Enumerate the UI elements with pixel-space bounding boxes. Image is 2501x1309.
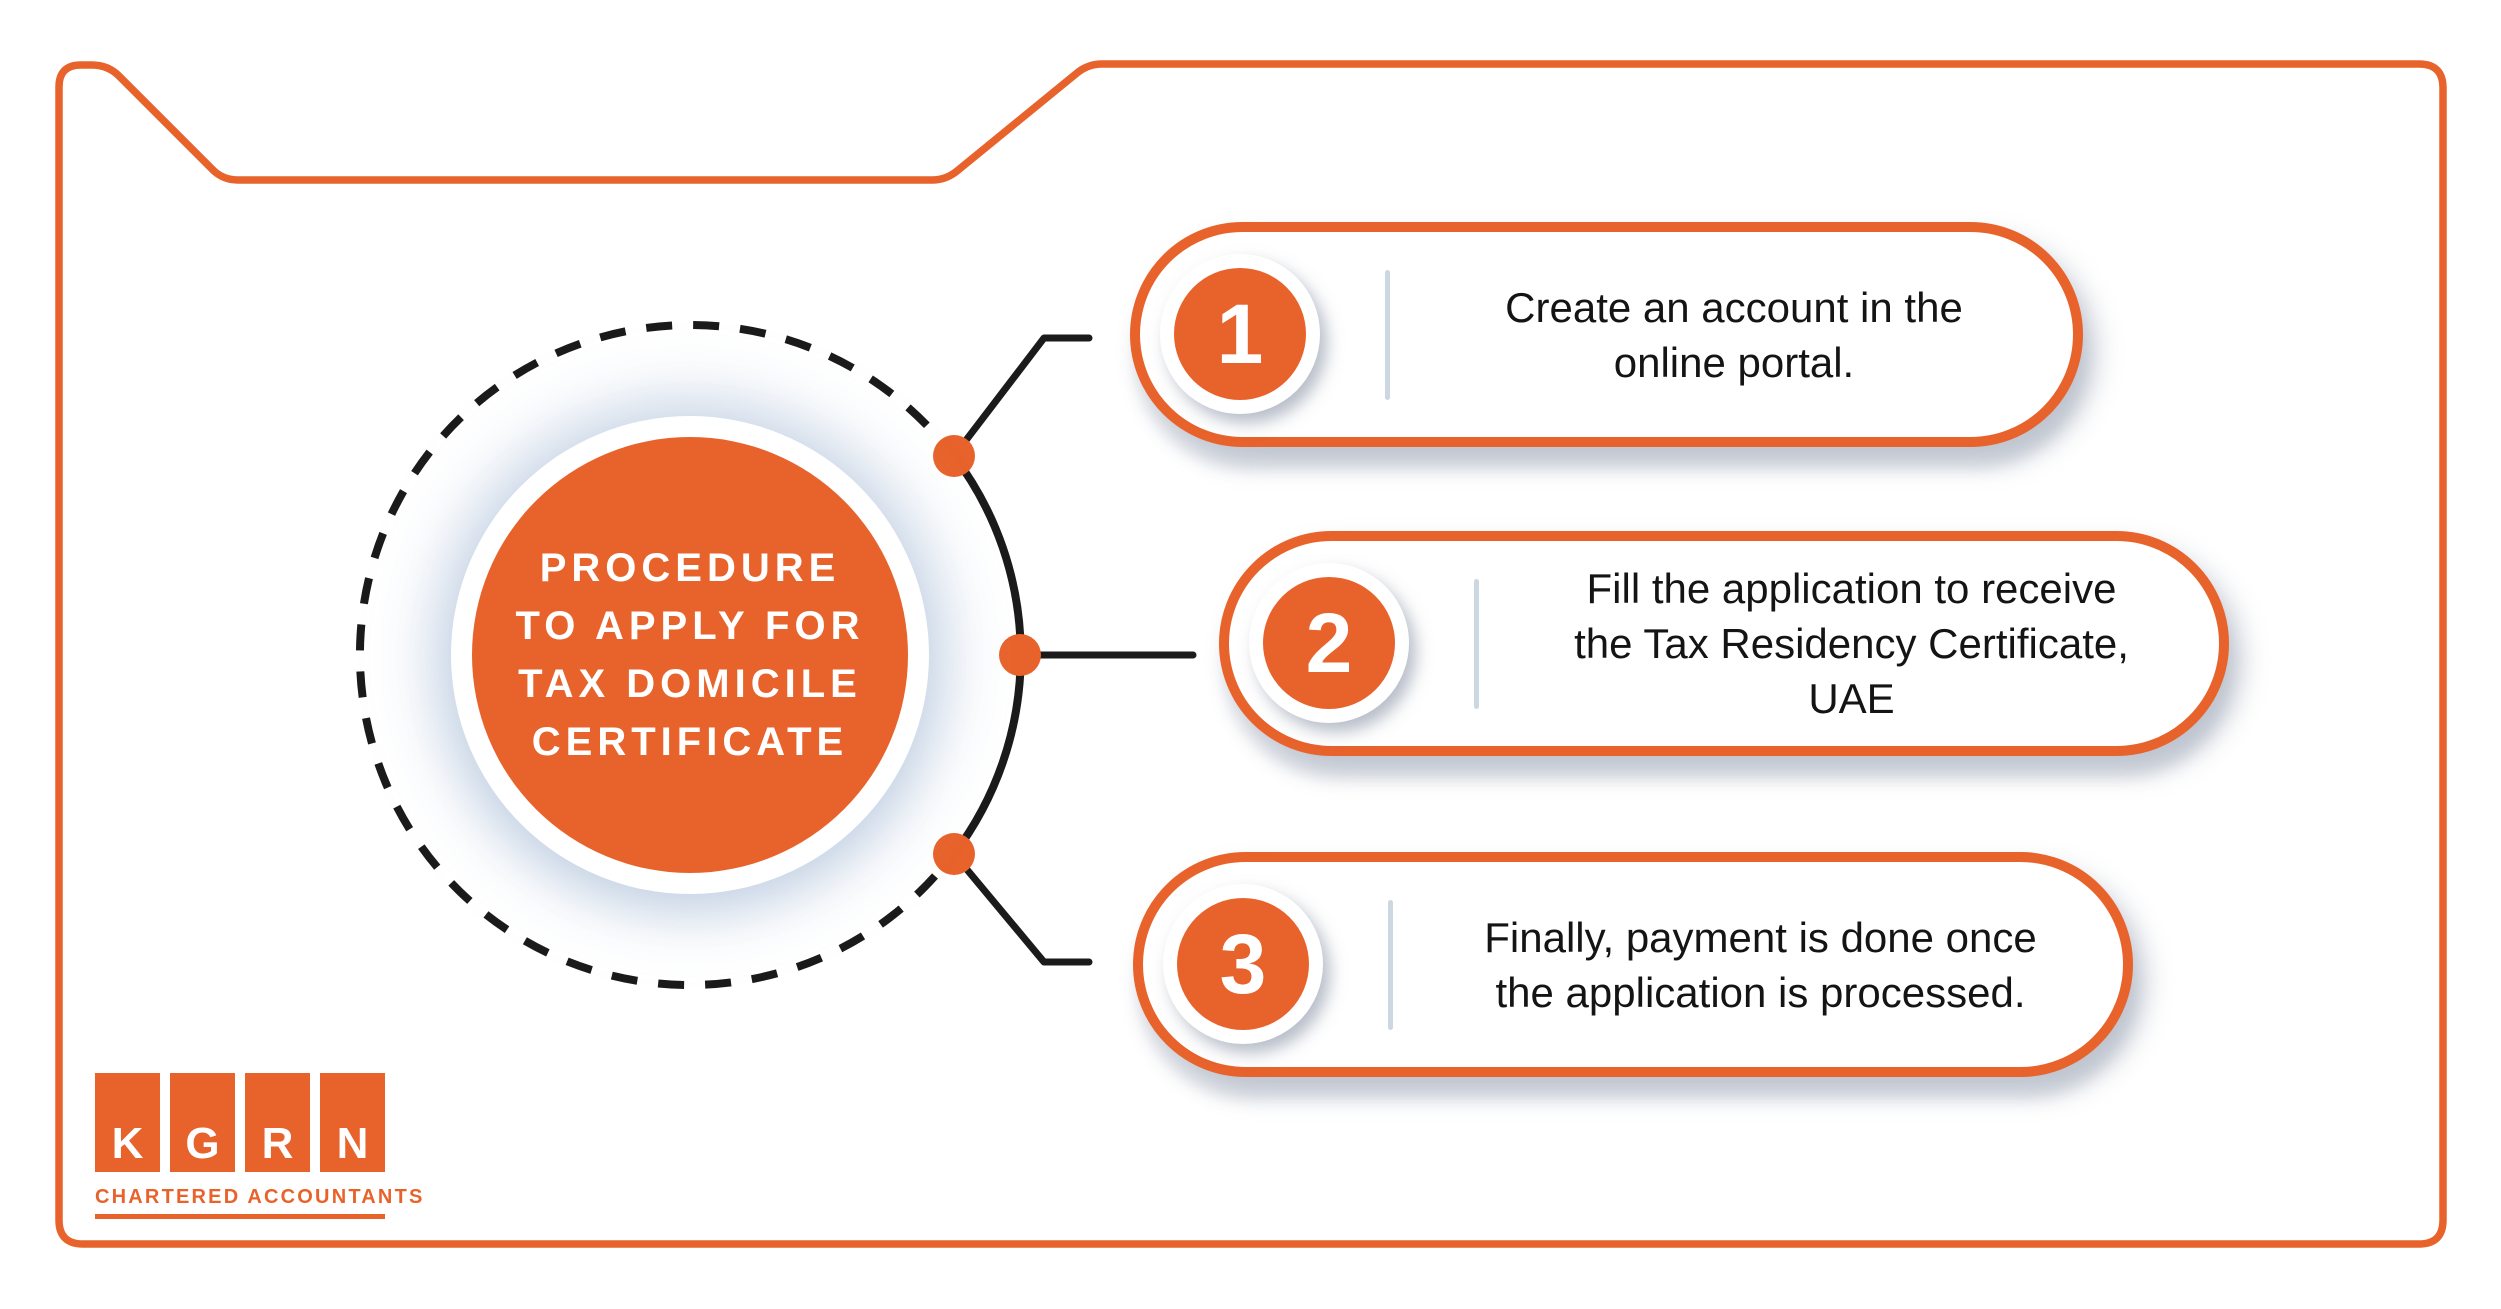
logo-subtitle: CHARTERED ACCOUNTANTS: [95, 1186, 425, 1208]
step-2-number: 2: [1305, 595, 1353, 690]
logo-underline: [95, 1214, 385, 1219]
step-3-divider: [1388, 900, 1393, 1030]
step-2-text: Fill the application to receive the Tax …: [1574, 565, 2129, 722]
logo: K G R N CHARTERED ACCOUNTANTS: [95, 1073, 425, 1219]
logo-letter: R: [261, 1119, 294, 1168]
step-pill-1: 1 Create an account in the online portal…: [1130, 222, 2083, 447]
logo-tile-r: R: [245, 1073, 310, 1172]
logo-tile-g: G: [170, 1073, 235, 1172]
step-3-text: Finally, payment is done once the applic…: [1484, 913, 2037, 1016]
node-dot-1: [933, 435, 975, 477]
logo-tile-k: K: [95, 1073, 160, 1172]
step-3-number-circle: 3: [1177, 898, 1309, 1030]
connector-line-1: [950, 334, 1093, 460]
hub-title: PROCEDURE TO APPLY FOR TAX DOMICILE CERT…: [515, 546, 865, 764]
step-2-number-badge: 2: [1249, 563, 1409, 723]
logo-letter: K: [111, 1119, 144, 1168]
step-pill-3: 3 Finally, payment is done once the appl…: [1133, 852, 2133, 1077]
step-1-number: 1: [1216, 286, 1264, 381]
node-dot-2: [999, 634, 1041, 676]
process-ring-dashed: [356, 321, 938, 989]
logo-letter: G: [185, 1119, 220, 1168]
step-3-number-badge: 3: [1163, 884, 1323, 1044]
hub-circle: PROCEDURE TO APPLY FOR TAX DOMICILE CERT…: [472, 437, 908, 873]
step-1-divider: [1385, 270, 1390, 400]
node-dot-3: [933, 833, 975, 875]
logo-letter: N: [336, 1119, 369, 1168]
hub: PROCEDURE TO APPLY FOR TAX DOMICILE CERT…: [451, 416, 929, 894]
step-1-text: Create an account in the online portal.: [1505, 283, 1963, 386]
connector-line-3: [950, 850, 1093, 966]
step-1-number-badge: 1: [1160, 254, 1320, 414]
logo-tiles: K G R N: [95, 1073, 385, 1172]
outer-border: [55, 60, 2447, 1248]
step-3-number: 3: [1219, 916, 1267, 1011]
step-2-divider: [1474, 579, 1479, 709]
step-2-number-circle: 2: [1263, 577, 1395, 709]
logo-tile-n: N: [320, 1073, 385, 1172]
step-1-number-circle: 1: [1174, 268, 1306, 400]
step-pill-2: 2 Fill the application to receive the Ta…: [1219, 531, 2229, 756]
